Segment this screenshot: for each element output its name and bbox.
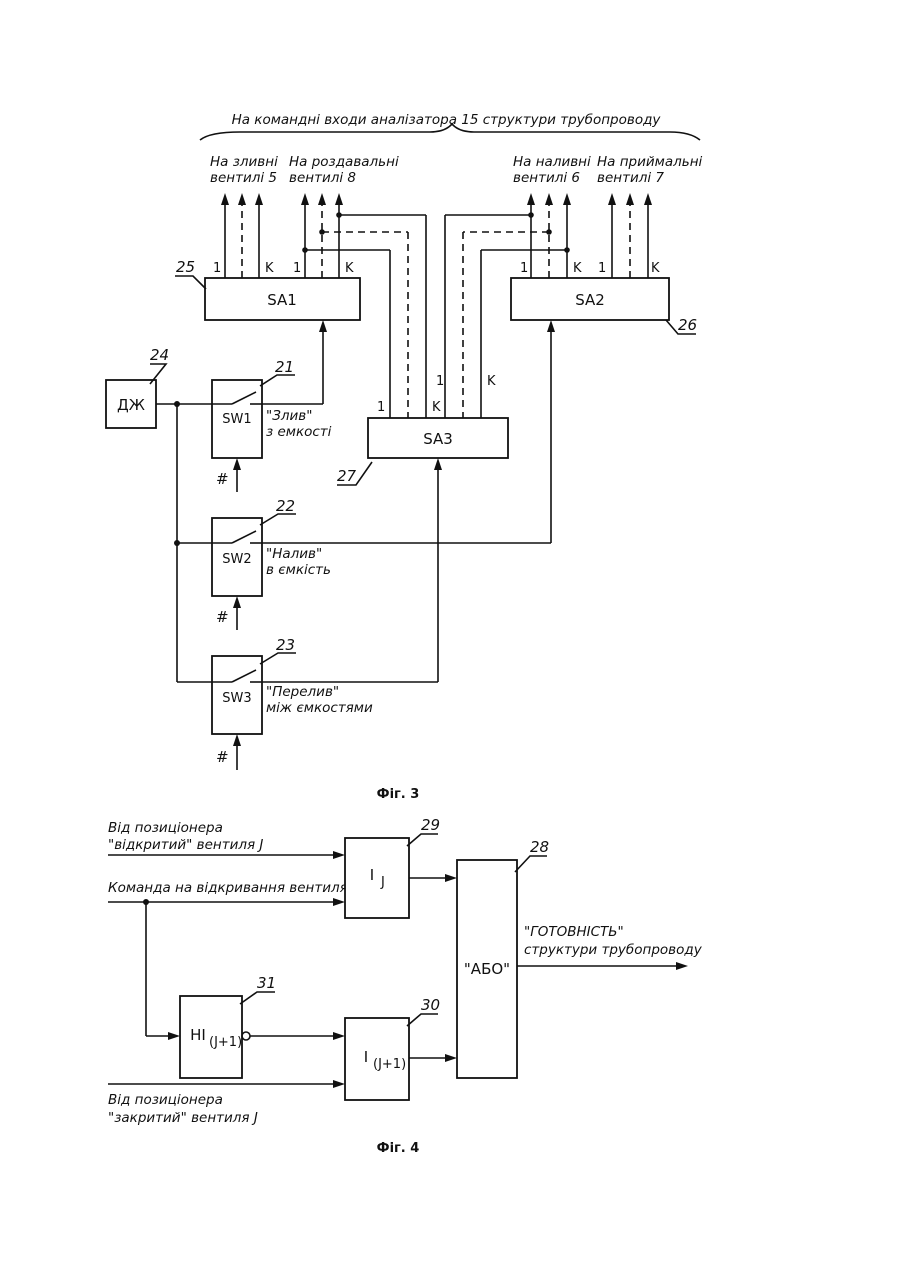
block-30: I (J+1)	[345, 1018, 409, 1100]
label-28: 28	[530, 838, 549, 856]
sw3-hash: #	[216, 748, 229, 766]
sw1-label: SW1	[222, 412, 251, 427]
fill-valves-label: На наливні	[513, 154, 591, 170]
label-29: 29	[421, 816, 440, 834]
sa3-label: SA3	[423, 430, 453, 448]
label-26: 26	[678, 316, 697, 334]
sw1-note-2: з емкості	[266, 424, 332, 440]
readiness-output-label-2: структури трубопроводу	[524, 942, 703, 958]
sa3-pin-1: 1	[377, 400, 385, 415]
fill-valves-label-2: вентилі 6	[513, 170, 580, 186]
dzh-label: ДЖ	[117, 396, 145, 414]
sa2-label: SA2	[575, 291, 605, 309]
figure-4-caption: Фіг. 4	[377, 1141, 420, 1156]
sw2-block: SW2	[212, 518, 262, 596]
label-25: 25	[176, 258, 195, 276]
sa2-pin-1b: 1	[598, 261, 606, 276]
sa1-label: SA1	[267, 291, 297, 309]
top-caption: На командні входи аналізатора 15 структу…	[232, 112, 662, 128]
sw1-hash: #	[216, 470, 229, 488]
sa1-pin-k: K	[265, 261, 274, 276]
sa1-pin-1: 1	[213, 261, 221, 276]
open-position-label: Від позиціонера	[108, 820, 223, 836]
dispense-valves-label: На роздавальні	[289, 154, 399, 170]
open-position-label-2: "відкритий" вентиля J	[108, 837, 263, 853]
block-28: "АБО"	[457, 860, 517, 1078]
block-29-label: I	[370, 866, 374, 884]
label-27: 27	[337, 467, 357, 485]
block-31: HI (J+1)	[180, 996, 242, 1078]
sw3-note-2: між ємкостями	[266, 700, 373, 716]
sw2-label: SW2	[222, 552, 251, 567]
signal-bus	[156, 401, 212, 682]
closed-position-label: Від позиціонера	[108, 1092, 223, 1108]
block-31-label: HI	[190, 1026, 206, 1044]
block-29-sub: J	[380, 875, 385, 890]
drain-valves-label-2: вентилі 5	[210, 170, 277, 186]
block-31-sub: (J+1)	[209, 1035, 242, 1050]
sw1-note: "Злив"	[266, 408, 312, 424]
sw2-note-2: в ємкість	[266, 562, 331, 578]
closed-position-label-2: "закритий" вентиля J	[108, 1110, 258, 1126]
sa2-pin-1: 1	[520, 261, 528, 276]
figure-3: На командні входи аналізатора 15 структу…	[106, 112, 703, 802]
sa1-block: SA1	[205, 278, 360, 320]
sw3-block: SW3	[212, 656, 262, 734]
sw3-label: SW3	[222, 691, 251, 706]
drain-valves-label: На зливні	[210, 154, 278, 170]
block-29: I J	[345, 838, 409, 918]
figure-3-caption: Фіг. 3	[377, 787, 420, 802]
sa3-pin-kb: K	[487, 374, 496, 389]
block-28-label: "АБО"	[464, 960, 510, 978]
figure-4: Від позиціонера "відкритий" вентиля J Ко…	[108, 816, 703, 1156]
sa3-pin-k: K	[432, 400, 441, 415]
sw2-hash: #	[216, 608, 229, 626]
sa1-output-arrows	[221, 193, 343, 278]
sa2-block: SA2	[511, 278, 669, 320]
dispense-valves-label-2: вентилі 8	[289, 170, 356, 186]
sw3-note: "Перелив"	[266, 684, 339, 700]
block-30-label: I	[364, 1048, 368, 1066]
sa2-pin-k: K	[573, 261, 582, 276]
label-30: 30	[421, 996, 440, 1014]
open-command-label: Команда на відкривання вентиля J	[108, 880, 356, 896]
sw2-note: "Налив"	[266, 546, 322, 562]
sa3-block: SA3	[368, 418, 508, 458]
label-31: 31	[257, 974, 276, 992]
sa1-pin-1b: 1	[293, 261, 301, 276]
readiness-output-label: "ГОТОВНІСТЬ"	[524, 924, 624, 940]
sw1-block: SW1	[212, 380, 262, 458]
receive-valves-label: На приймальні	[597, 154, 703, 170]
sa2-pin-kb: K	[651, 261, 660, 276]
sa1-pin-kb: K	[345, 261, 354, 276]
label-21: 21	[275, 358, 294, 376]
label-24: 24	[150, 346, 169, 364]
sa2-output-arrows	[527, 193, 652, 278]
label-22: 22	[276, 497, 295, 515]
dzh-block: ДЖ	[106, 380, 156, 428]
sa3-pin-1b: 1	[436, 374, 444, 389]
block-30-sub: (J+1)	[373, 1057, 406, 1072]
receive-valves-label-2: вентилі 7	[597, 170, 664, 186]
label-23: 23	[276, 636, 295, 654]
